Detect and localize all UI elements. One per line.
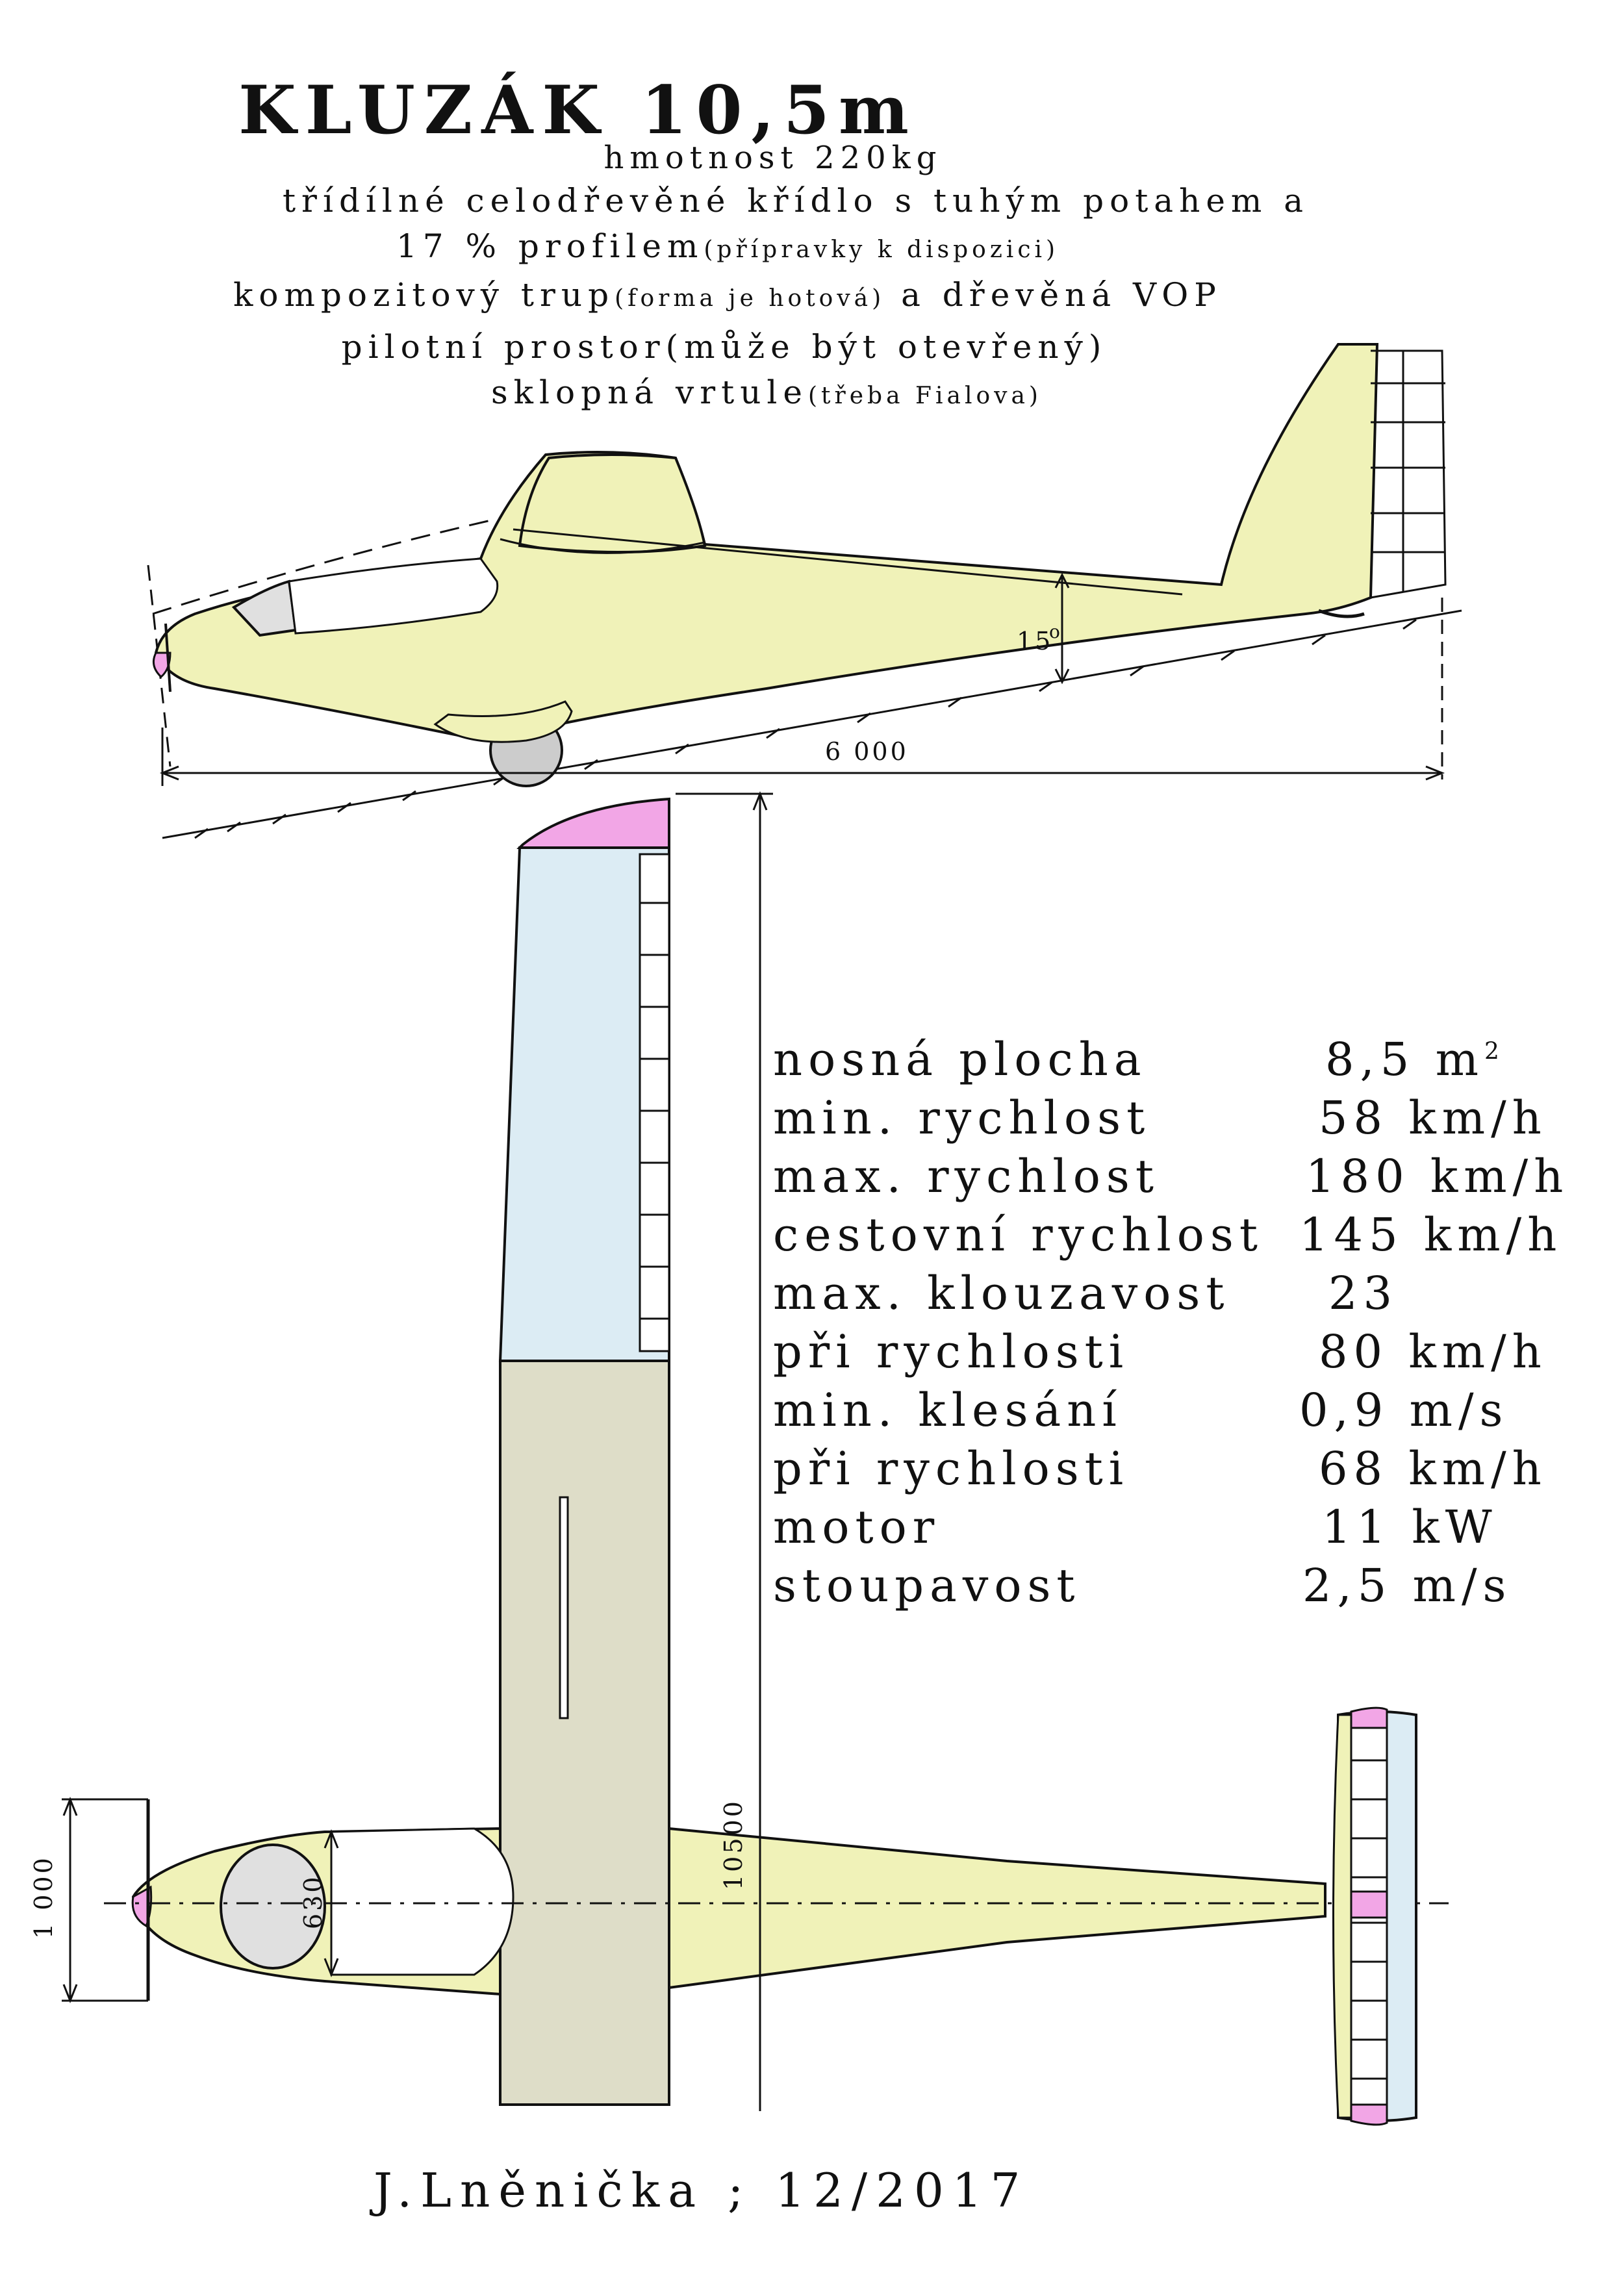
spec-label-7: při rychlosti [773,1442,1130,1495]
wing-tip [516,797,670,849]
header-propeller-note: (třeba Fialova) [808,383,1042,409]
tail-skid [1318,609,1365,618]
spec-value-8: 11 kW [1322,1501,1498,1554]
header-fuselage-note: (forma je hotová) [615,285,885,312]
spec-label-2: max. rychlost [773,1150,1160,1203]
angle-unit-label: o [1049,621,1063,642]
nose-spinner [152,652,171,679]
header-profile-note: (přípravky k dispozici) [704,236,1059,263]
rudder-ribs [1370,349,1447,599]
cockpit-cutout [288,557,499,635]
spec-value-3: 145 km/h [1299,1208,1563,1261]
spec-label-6: min. klesání [773,1384,1123,1437]
canopy-top [220,1843,326,1970]
header-fuselage: kompozitový trup(forma je hotová) a dřev… [0,276,1455,314]
header-weight-text: hmotnost 220kg [603,140,943,176]
page-title: KLUZÁK 10,5m [238,71,918,149]
wheel-fairing [433,700,573,743]
tail-tip-bottom [1350,2103,1388,2126]
cockpit-top [330,1827,514,1976]
spec-value-0-sup: 2 [1484,1038,1505,1065]
header-propeller-text: sklopná vrtule [491,374,809,411]
header-fuselage-text-2: a dřevěná VOP [885,276,1222,314]
spec-value-4: 23 [1328,1267,1399,1320]
spec-value-9: 2,5 m/s [1302,1559,1512,1612]
prop-diameter-label: 1 000 [29,1855,58,1939]
fuselage-width-label: 630 [299,1874,327,1929]
spec-label-0: nosná plocha [773,1033,1147,1086]
header-propeller: sklopná vrtule(třeba Fialova) [0,374,1533,411]
spec-label-1: min. rychlost [773,1091,1151,1145]
header-fuselage-text: kompozitový trup [233,276,615,314]
header-profile-text: 17 % profilem [396,227,704,265]
tail-tip-top [1350,1706,1388,1729]
spec-value-0-text: 8,5 m [1325,1033,1484,1086]
fuselage-tail-boom [668,1827,1326,1990]
aileron [639,853,670,1352]
author-signature: J.Lněnička ; 12/2017 [374,2163,1029,2218]
stabilizer-front [1332,1714,1352,2119]
spec-label-9: stoupavost [773,1559,1081,1612]
canopy [518,453,707,553]
header-cockpit: pilotní prostor(může být otevřený) [341,328,1108,366]
spec-value-6: 0,9 m/s [1299,1384,1509,1437]
spec-value-0: 8,5 m2 [1325,1033,1505,1086]
spec-value-1: 58 km/h [1319,1091,1547,1145]
spec-label-3: cestovní rychlost [773,1208,1263,1261]
header-wing: třídílné celodřevěné křídlo s tuhým pota… [282,182,1310,220]
spec-value-5: 80 km/h [1319,1325,1547,1378]
spec-value-2: 180 km/h [1306,1150,1569,1203]
airbrake-slot [559,1496,569,1719]
header-profile: 17 % profilem(přípravky k dispozici) [0,227,1455,265]
wing-center-section [499,1360,670,2106]
spec-label-8: motor [773,1501,941,1554]
spec-label-5: při rychlosti [773,1325,1130,1378]
ground-line [162,609,1462,839]
span-label: 10500 [719,1799,748,1890]
spec-value-7: 68 km/h [1319,1442,1547,1495]
canopy-lines [500,528,1183,596]
ground-hatch [194,618,1417,839]
rudder-top [1350,1890,1388,1919]
header-weight: hmotnost 220kg [0,140,1546,176]
length-label: 6 000 [825,737,909,766]
fuselage-side [154,343,1379,742]
angle-label: 15 [1017,627,1053,655]
spec-label-4: max. klouzavost [773,1267,1230,1320]
